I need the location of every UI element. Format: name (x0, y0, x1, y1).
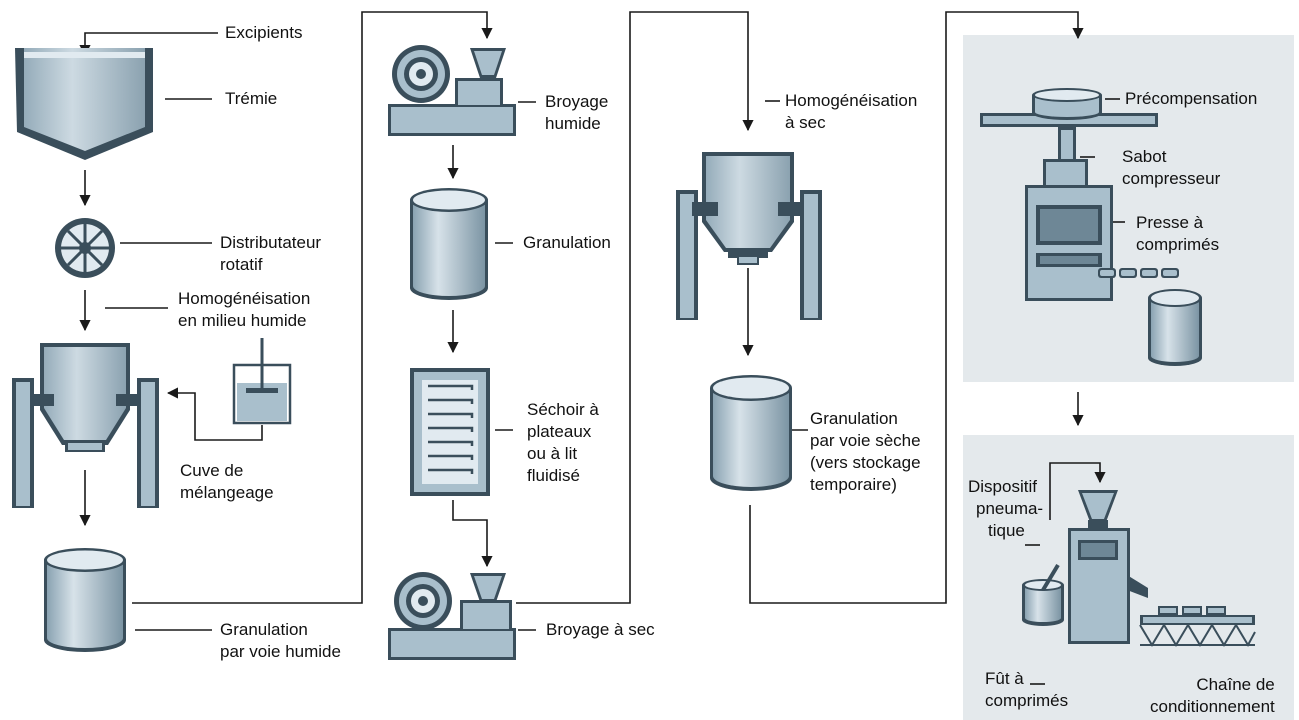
granulation-cylinder-icon (410, 188, 488, 300)
arrow-granulation-humide-to-broyage (132, 11, 493, 604)
label-broyage-humide: Broyage humide (545, 92, 609, 133)
label-sabot-compresseur: Sabot compresseur (1122, 147, 1221, 188)
label-granulation-humide: Granulation par voie humide (220, 620, 341, 661)
label-tremie: Trémie (225, 89, 278, 108)
label-cuve-de-melangeage: Cuve de mélangeage (180, 461, 274, 502)
tablet-press-icon (980, 88, 1202, 366)
label-dispositif-pneumatique: Dispositif pneuma- tique (968, 477, 1044, 540)
arrow-cuve-to-homogeneisation (166, 387, 263, 441)
arrow-dispositif-to-trémie (1049, 462, 1106, 520)
wet-granulation-drum-icon (44, 548, 126, 652)
label-chaine-de-conditionnement: Chaîne de conditionnement (1150, 675, 1275, 716)
label-sechoir: Séchoir à plateaux ou à lit fluidisé (527, 400, 599, 485)
compression-panel-bg (963, 35, 1294, 382)
arrow-sechoir-to-broyage-sec (452, 500, 493, 568)
label-homogeneisation-sec: Homogénéisation à sec (785, 91, 918, 132)
tremie-icon (15, 48, 153, 160)
label-presse-a-comprimes: Presse à comprimés (1136, 213, 1220, 254)
label-broyage-sec: Broyage à sec (546, 620, 655, 639)
dry-mixer-vessel-icon (676, 152, 822, 320)
label-homogeneisation-humide: Homogénéisation en milieu humide (178, 289, 311, 330)
label-granulation-seche: Granulation par voie sèche (vers stockag… (810, 409, 921, 494)
label-precompensation: Précompensation (1125, 89, 1258, 108)
mixing-tank-icon (232, 338, 292, 425)
arrow-granulation-seche-to-compression (749, 11, 1084, 604)
wet-mill-icon (388, 45, 516, 136)
arrow-excipients-to-tremie (79, 32, 218, 57)
label-fut-a-comprimes: Fût à comprimés (985, 669, 1069, 710)
wet-mixer-vessel-icon (12, 343, 159, 508)
arrow-broyage-sec-to-homogeneisation (516, 11, 754, 604)
tray-dryer-icon (410, 368, 490, 496)
label-granulation: Granulation (523, 233, 611, 252)
dry-mill-icon (388, 572, 516, 660)
packaging-machine-icon (1068, 490, 1256, 648)
tablet-drum-icon (1022, 563, 1064, 626)
rotary-distributor-icon (55, 218, 115, 278)
dry-granulation-cylinder-icon (710, 375, 792, 491)
label-excipients: Excipients (225, 23, 303, 42)
label-distributeur: Distributateur rotatif (220, 233, 322, 274)
